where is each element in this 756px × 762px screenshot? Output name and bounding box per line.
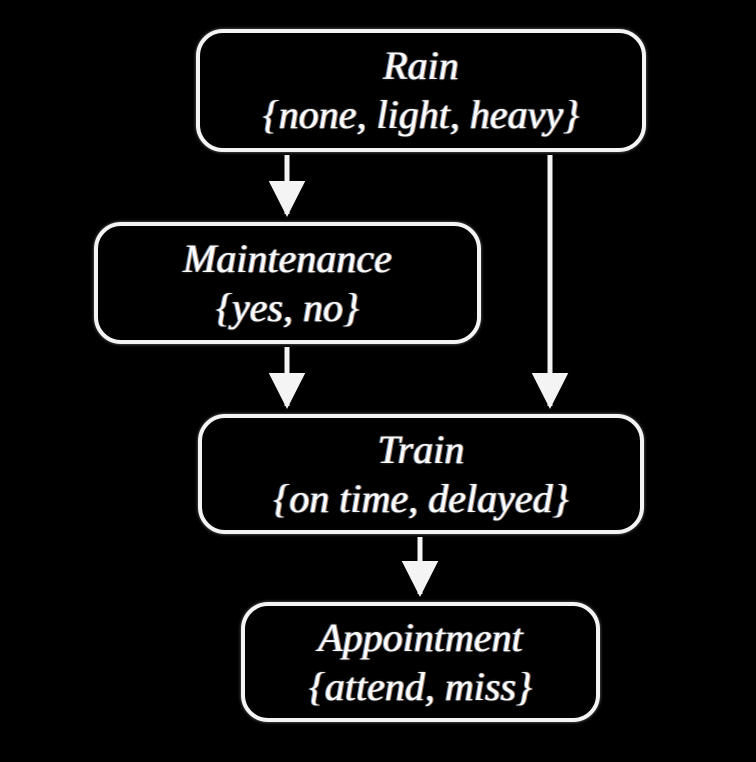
node-train-states: {on time, delayed} xyxy=(273,475,569,521)
node-rain-label: Rain xyxy=(383,43,459,88)
node-maintenance[interactable]: Maintenance {yes, no} xyxy=(94,222,481,344)
node-train[interactable]: Train {on time, delayed} xyxy=(198,414,644,534)
node-appointment[interactable]: Appointment {attend, miss} xyxy=(241,602,600,722)
node-rain[interactable]: Rain {none, light, heavy} xyxy=(196,29,646,152)
node-maintenance-label: Maintenance xyxy=(183,235,392,281)
node-train-label: Train xyxy=(377,426,465,472)
node-maintenance-states: {yes, no} xyxy=(215,284,360,330)
node-rain-states: {none, light, heavy} xyxy=(262,92,580,137)
node-appointment-states: {attend, miss} xyxy=(308,663,533,709)
node-appointment-label: Appointment xyxy=(318,614,523,660)
